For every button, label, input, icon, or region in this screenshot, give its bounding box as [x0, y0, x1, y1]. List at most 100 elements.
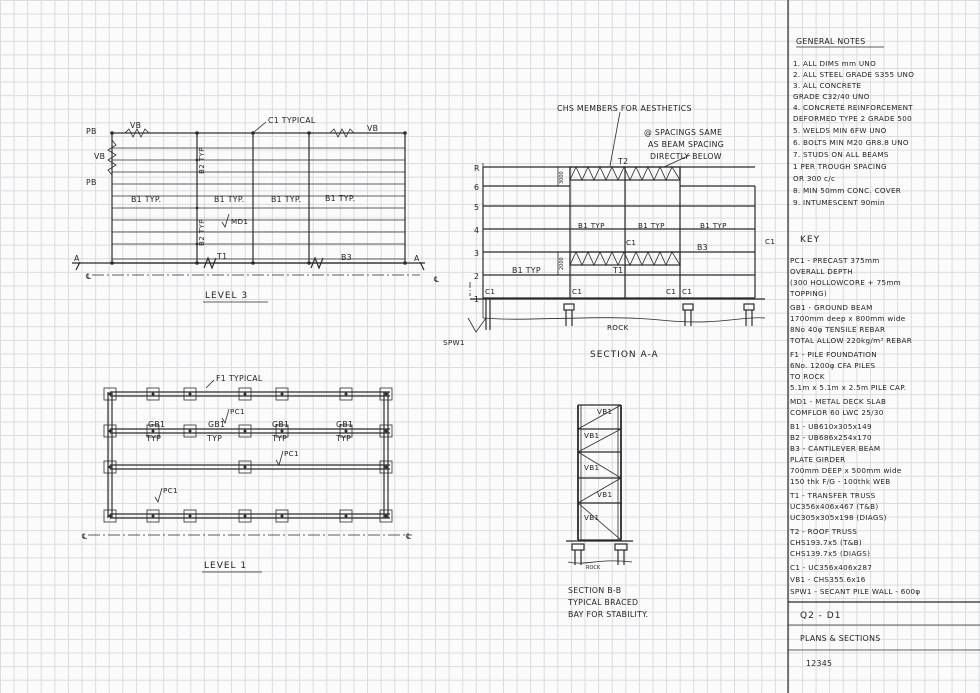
key-item: OVERALL DEPTH: [790, 267, 853, 276]
level-3-b1-typ-4: B1 TYP.: [325, 194, 355, 203]
key-item: 700mm DEEP x 500mm wide: [790, 466, 902, 475]
level-3-vb-top-right: [329, 128, 355, 138]
general-notes-list: 1. ALL DIMS mm UNO 2. ALL STEEL GRADE S3…: [793, 59, 914, 207]
key-item: COMFLOR 60 LWC 25/30: [790, 408, 884, 417]
key-item: T1 - TRANSFER TRUSS: [789, 491, 876, 500]
level-marker-r: R: [474, 164, 480, 173]
level-3-t1-label: T1: [216, 252, 227, 261]
key-item: 1700mm deep x 800mm wide: [790, 314, 906, 323]
section-aa-b1-typ-c: B1 TYP: [700, 221, 727, 230]
key-item: 8No 40φ TENSILE REBAR: [790, 325, 885, 334]
section-aa-c1-6: C1: [765, 237, 775, 246]
section-aa-c1-5: C1: [682, 287, 692, 296]
section-aa-dim-3000: 3000: [559, 171, 565, 184]
section-aa-c1-3: C1: [626, 238, 636, 247]
level-marker-1: 1: [474, 295, 479, 304]
section-bb-vb1-4: VB1: [597, 490, 612, 499]
section-bb-vb1-1: VB1: [597, 407, 612, 416]
general-note: 1. ALL DIMS mm UNO: [793, 59, 876, 68]
level-3-b1-typ-3: B1 TYP.: [271, 195, 301, 204]
title-block-project: Q2 - D1: [800, 611, 841, 621]
general-note: 1 PER TROUGH SPACING: [793, 162, 887, 171]
section-aa-spw1-label: SPW1: [443, 338, 465, 347]
level-1-typ-3: TYP: [271, 434, 287, 443]
key-item: UC305x305x198 (DIAGS): [790, 513, 887, 522]
level-3-vb-top-right-label: VB: [367, 124, 378, 133]
level-3-title: LEVEL 3: [205, 291, 248, 301]
level-3-beams: [112, 147, 405, 245]
level-1-pc1-1: PC1: [230, 407, 245, 416]
level-1-plan: F1 TYPICAL GB1 GB1 GB1 GB1 TYP TYP TYP T…: [82, 374, 412, 573]
level-marker-6: 6: [474, 183, 479, 192]
key-item: SPW1 - SECANT PILE WALL - 600φ: [790, 587, 920, 596]
key-item: C1 - UC356x406x287: [790, 563, 872, 572]
level-1-pile-caps: [103, 387, 393, 523]
level-3-c1-typical-label: C1 TYPICAL: [268, 116, 316, 125]
general-note: 4. CONCRETE REINFORCEMENT: [793, 103, 913, 112]
title-block-title: PLANS & SECTIONS: [800, 634, 880, 643]
level-1-gb1-1: GB1: [148, 420, 165, 429]
key-item: TOTAL ALLOW 220kg/m³ REBAR: [789, 336, 912, 345]
level-1-typ-4: TYP: [335, 434, 351, 443]
section-bb-caption-2: TYPICAL BRACED: [567, 598, 638, 607]
level-1-title: LEVEL 1: [204, 561, 247, 571]
key-item: B2 - UB686x254x170: [790, 433, 872, 442]
key-item: (300 HOLLOWCORE + 75mm: [790, 278, 901, 287]
section-aa-c1-1: C1: [485, 287, 495, 296]
section-aa-chs-callout: CHS MEMBERS FOR AESTHETICS: [557, 104, 692, 113]
general-note: 8. MIN 50mm CONC. COVER: [793, 186, 901, 195]
section-bb-piles: [571, 543, 628, 565]
level-3-plan: C1 TYPICAL PB PB VB VB VB B2 TYP B2 TYP …: [72, 116, 425, 303]
level-3-vb-top-left: [124, 128, 150, 138]
level-1-centreline-left: ℄: [82, 532, 87, 541]
section-bb-caption-1: SECTION B-B: [568, 586, 621, 595]
section-aa-b3-label: B3: [697, 243, 708, 252]
key-item: B1 - UB610x305x149: [790, 422, 872, 431]
level-1-centreline-right: ℄: [406, 532, 411, 541]
transfer-truss-t1: [569, 251, 681, 266]
section-aa-centreline: ℄: [434, 275, 439, 284]
level-1-f1-typical: F1 TYPICAL: [216, 374, 263, 383]
level-marker-2: 2: [474, 272, 479, 281]
level-3-vb-left-label: VB: [94, 152, 105, 161]
section-aa-columns: [482, 167, 756, 298]
key-item: MD1 - METAL DECK SLAB: [790, 397, 886, 406]
general-note: 7. STUDS ON ALL BEAMS: [793, 150, 889, 159]
key-item: GB1 - GROUND BEAM: [790, 303, 873, 312]
key-item: UC356x406x467 (T&B): [790, 502, 878, 511]
section-aa-spacing-2: AS BEAM SPACING: [648, 140, 724, 149]
key-list: PC1 - PRECAST 375mm OVERALL DEPTH (300 H…: [789, 256, 920, 596]
key-item: VB1 - CHS355.6x16: [790, 575, 866, 584]
section-aa-rock-label: ROCK: [607, 323, 629, 332]
general-note: 6. BOLTS MIN M20 GR8.8 UNO: [793, 138, 909, 147]
level-marker-5: 5: [474, 203, 479, 212]
section-aa-dim-2000: 2000: [559, 257, 565, 270]
level-1-gb1-2: GB1: [208, 420, 225, 429]
section-aa-title: SECTION A-A: [590, 350, 659, 360]
key-item: PLATE GIRDER: [790, 455, 845, 464]
section-bb-bracing: [576, 404, 623, 541]
level-3-b1-typ-1: B1 TYP.: [131, 195, 161, 204]
level-3-section-a-right: A: [414, 254, 420, 263]
section-aa-c1-4: C1: [666, 287, 676, 296]
section-aa-c1-2: C1: [572, 287, 582, 296]
general-note: 3. ALL CONCRETE: [793, 81, 862, 90]
rock-line: [482, 317, 766, 323]
section-aa-b1-typ-b: B1 TYP: [638, 221, 665, 230]
section-bb-rock-label: ROCK: [586, 565, 601, 571]
key-item: CHS193.7x5 (T&B): [790, 538, 862, 547]
level-3-b3-label: B3: [341, 253, 352, 262]
section-aa-spacing-3: DIRECTLY BELOW: [650, 152, 722, 161]
section-bb-vb1-5: VB1: [584, 513, 599, 522]
level-1-typ-2: TYP: [206, 434, 222, 443]
level-3-vb-left: [107, 139, 117, 176]
level-3-section-a-left: A: [74, 254, 80, 263]
section-bb-vb1-3: VB1: [584, 463, 599, 472]
section-aa-spacing-1: @ SPACINGS SAME: [644, 128, 722, 137]
key-heading: KEY: [800, 235, 820, 245]
general-note: 9. INTUMESCENT 90min: [793, 198, 885, 207]
general-note: GRADE C32/40 UNO: [793, 92, 870, 101]
level-3-b2-typ-lower: B2 TYP: [197, 219, 206, 246]
section-aa-t1-label: T1: [612, 266, 623, 275]
